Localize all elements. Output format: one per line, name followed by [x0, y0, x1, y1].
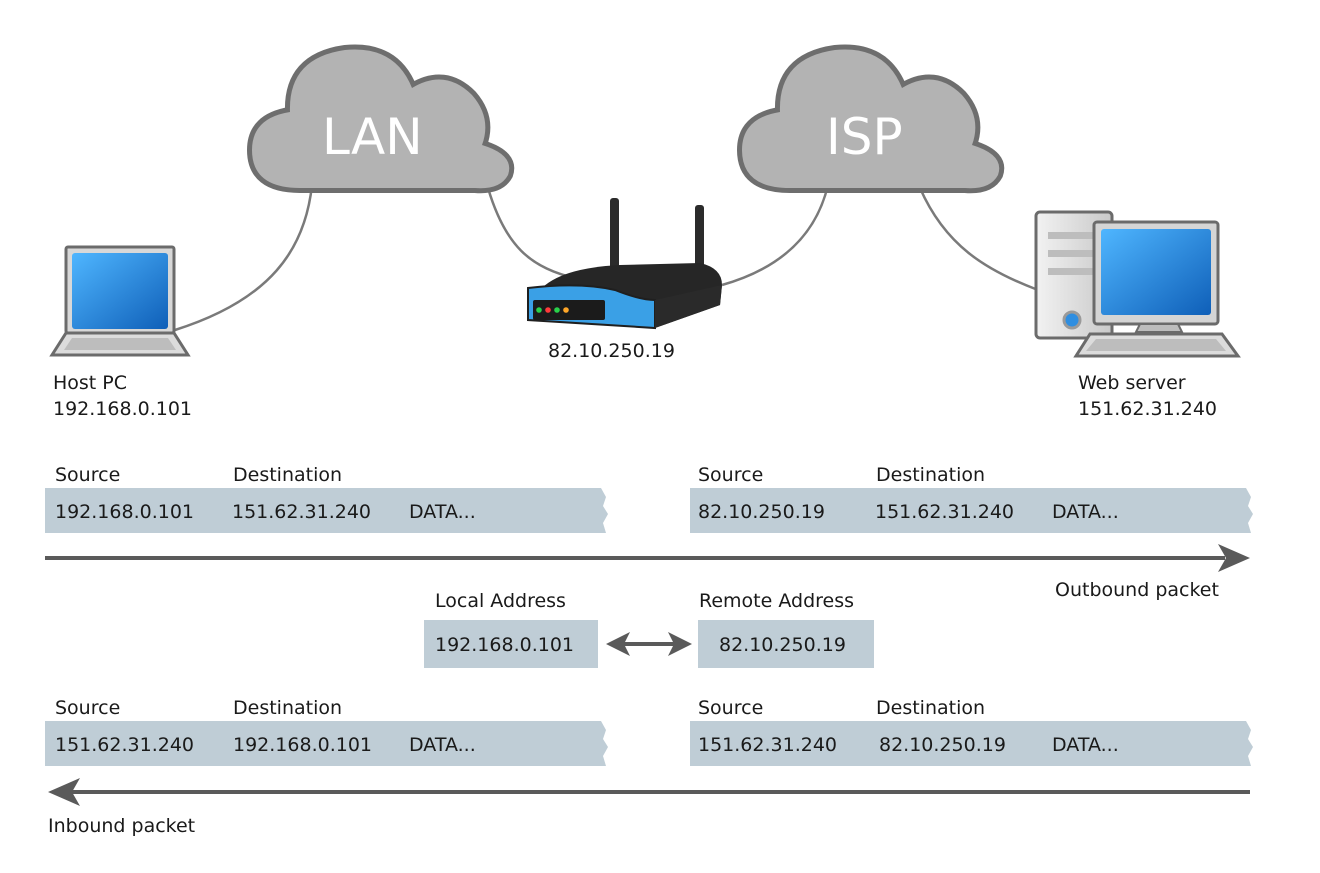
- inbound-right-destination: 82.10.250.19: [879, 734, 1006, 756]
- inbound-left-source: 151.62.31.240: [55, 734, 195, 756]
- inbound-right-data: DATA...: [1052, 734, 1119, 756]
- outbound-left-destination-header: Destination: [233, 464, 343, 486]
- inbound-right-destination-header: Destination: [876, 697, 986, 719]
- nat-remote-label: Remote Address: [699, 590, 855, 612]
- outbound-right-destination-header: Destination: [876, 464, 986, 486]
- host-name: Host PC: [53, 372, 128, 394]
- inbound-arrowhead: [48, 778, 80, 806]
- inbound-right-source-header: Source: [698, 697, 764, 719]
- outbound-left-data: DATA...: [409, 501, 476, 523]
- cable-host-lan: [174, 184, 314, 332]
- outbound-left-destination: 151.62.31.240: [232, 501, 372, 523]
- server-ip: 151.62.31.240: [1078, 398, 1218, 420]
- host-ip: 192.168.0.101: [53, 398, 193, 420]
- outbound-right-source: 82.10.250.19: [698, 501, 825, 523]
- outbound-left-source: 192.168.0.101: [55, 501, 195, 523]
- nat-local-value: 192.168.0.101: [435, 634, 575, 656]
- nat-remote-value: 82.10.250.19: [719, 634, 846, 656]
- nat-remote-box: [698, 620, 874, 668]
- lan-cloud-inner: [252, 49, 510, 189]
- cable-router-isp: [721, 184, 830, 287]
- nat-arrowhead-left: [606, 632, 630, 656]
- inbound-left-destination: 192.168.0.101: [233, 734, 373, 756]
- server-icon: [1034, 210, 1241, 358]
- cable-lan-router: [486, 187, 576, 280]
- nat-local-box: [424, 620, 598, 668]
- inbound-left-destination-header: Destination: [233, 697, 343, 719]
- outbound-right-source-header: Source: [698, 464, 764, 486]
- laptop-icon: [49, 245, 191, 357]
- inbound-label: Inbound packet: [48, 815, 196, 837]
- inbound-left-data: DATA...: [409, 734, 476, 756]
- nat-arrowhead-right: [668, 632, 692, 656]
- outbound-packet-right-bar: [690, 488, 1253, 533]
- outbound-right-data: DATA...: [1052, 501, 1119, 523]
- server-name: Web server: [1078, 372, 1186, 394]
- inbound-right-source: 151.62.31.240: [698, 734, 838, 756]
- router-icon: [527, 198, 722, 330]
- cable-isp-server: [918, 187, 1039, 292]
- outbound-arrowhead: [1218, 544, 1250, 572]
- outbound-left-source-header: Source: [55, 464, 121, 486]
- outbound-right-destination: 151.62.31.240: [875, 501, 1015, 523]
- isp-cloud-label: ISP: [826, 108, 903, 166]
- inbound-packet-right-bar: [690, 721, 1253, 766]
- outbound-packet-left-bar: [45, 488, 608, 533]
- lan-cloud-label: LAN: [322, 108, 423, 166]
- inbound-left-source-header: Source: [55, 697, 121, 719]
- nat-local-label: Local Address: [435, 590, 566, 612]
- router-ip: 82.10.250.19: [548, 340, 675, 362]
- inbound-packet-left-bar: [45, 721, 608, 766]
- outbound-label: Outbound packet: [1055, 579, 1219, 601]
